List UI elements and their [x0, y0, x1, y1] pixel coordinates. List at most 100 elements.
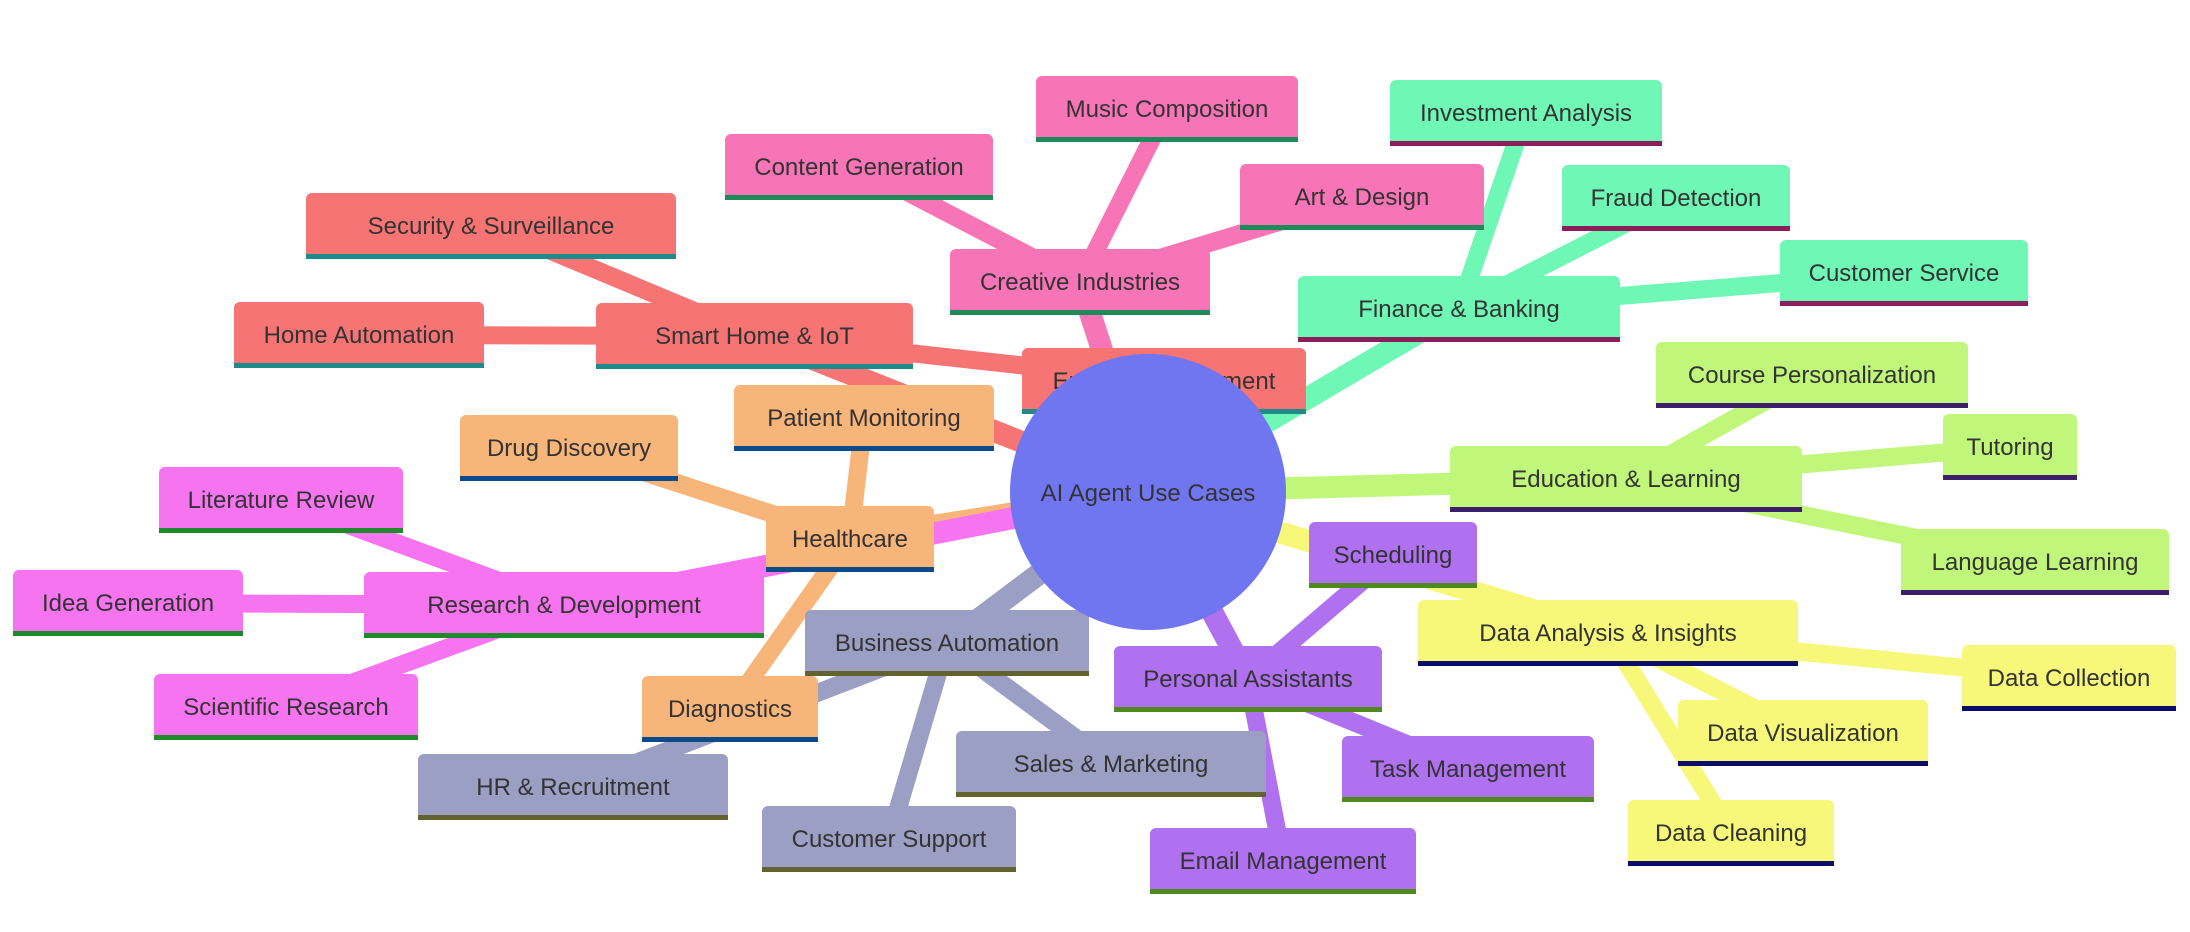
leaf-node-personal-2: Email Management — [1150, 828, 1416, 894]
leaf-node-healthcare-0-label: Diagnostics — [668, 696, 792, 723]
leaf-node-personal-1-underline — [1342, 797, 1594, 802]
branch-node-healthcare: Healthcare — [766, 506, 934, 572]
leaf-node-research-2-label: Literature Review — [188, 487, 375, 514]
leaf-node-finance-2-box — [1780, 240, 2028, 306]
leaf-node-personal-2-box — [1150, 828, 1416, 894]
branch-node-finance-label: Finance & Banking — [1358, 296, 1559, 323]
branch-node-data-underline — [1418, 661, 1798, 666]
leaf-node-smarthome-2-label: Security & Surveillance — [368, 213, 615, 240]
leaf-node-business-1-underline — [956, 792, 1266, 797]
leaf-node-data-0-box — [1962, 645, 2176, 711]
leaf-node-creative-2-box — [1240, 164, 1484, 230]
leaf-node-research-0-label: Scientific Research — [183, 694, 388, 721]
leaf-node-research-2: Literature Review — [159, 467, 403, 533]
leaf-node-creative-1-underline — [1036, 137, 1298, 142]
branch-node-creative: Creative Industries — [950, 249, 1210, 315]
leaf-node-personal-2-underline — [1150, 889, 1416, 894]
leaf-node-creative-0: Content Generation — [725, 134, 993, 200]
branch-node-research-underline — [364, 633, 764, 638]
branch-node-healthcare-box — [766, 506, 934, 572]
leaf-node-business-1-label: Sales & Marketing — [1014, 751, 1209, 778]
branch-node-research-box — [364, 572, 764, 638]
leaf-node-business-2-box — [418, 754, 728, 820]
leaf-node-business-0-underline — [762, 867, 1016, 872]
leaf-node-research-1: Idea Generation — [13, 570, 243, 636]
branch-node-business-box — [805, 610, 1089, 676]
leaf-node-creative-2-label: Art & Design — [1295, 184, 1430, 211]
leaf-node-business-1-box — [956, 731, 1266, 797]
leaf-node-research-1-box — [13, 570, 243, 636]
leaf-node-business-2-underline — [418, 815, 728, 820]
leaf-node-education-2-box — [1901, 529, 2169, 595]
leaf-node-data-1-label: Data Visualization — [1707, 720, 1899, 747]
leaf-node-data-0-label: Data Collection — [1988, 665, 2151, 692]
leaf-node-creative-1-label: Music Composition — [1066, 96, 1269, 123]
leaf-node-healthcare-1-underline — [460, 476, 678, 481]
leaf-node-smarthome-2-underline — [306, 254, 676, 259]
leaf-node-education-0-label: Course Personalization — [1688, 362, 1936, 389]
leaf-node-healthcare-1: Drug Discovery — [460, 415, 678, 481]
leaf-node-personal-0-box — [1309, 522, 1477, 588]
leaf-node-research-1-underline — [13, 631, 243, 636]
leaf-node-education-0: Course Personalization — [1656, 342, 1968, 408]
branch-node-finance-box — [1298, 276, 1620, 342]
branch-node-finance: Finance & Banking — [1298, 276, 1620, 342]
leaf-node-healthcare-2-box — [734, 385, 994, 451]
leaf-node-data-2-label: Data Cleaning — [1655, 820, 1807, 847]
branch-node-business-label: Business Automation — [835, 630, 1059, 657]
leaf-node-data-1: Data Visualization — [1678, 700, 1928, 766]
leaf-node-smarthome-1-underline — [234, 363, 484, 368]
branch-node-personal: Personal Assistants — [1114, 646, 1382, 712]
leaf-node-education-0-box — [1656, 342, 1968, 408]
leaf-node-data-2-box — [1628, 800, 1834, 866]
leaf-node-creative-0-box — [725, 134, 993, 200]
branch-node-creative-label: Creative Industries — [980, 269, 1180, 296]
branch-node-business-underline — [805, 671, 1089, 676]
leaf-node-personal-0-label: Scheduling — [1334, 542, 1453, 569]
branch-node-smarthome-underline — [596, 364, 913, 369]
leaf-node-business-0: Customer Support — [762, 806, 1016, 872]
leaf-node-personal-1-box — [1342, 736, 1594, 802]
leaf-node-business-0-label: Customer Support — [792, 826, 987, 853]
branch-node-finance-underline — [1298, 337, 1620, 342]
leaf-node-creative-1: Music Composition — [1036, 76, 1298, 142]
leaf-node-finance-2-underline — [1780, 301, 2028, 306]
leaf-node-healthcare-2-underline — [734, 446, 994, 451]
branch-node-creative-underline — [950, 310, 1210, 315]
leaf-node-education-2: Language Learning — [1901, 529, 2169, 595]
leaf-node-research-0: Scientific Research — [154, 674, 418, 740]
branch-node-education-label: Education & Learning — [1511, 466, 1741, 493]
branch-node-data-box — [1418, 600, 1798, 666]
leaf-node-business-0-box — [762, 806, 1016, 872]
leaf-node-personal-1: Task Management — [1342, 736, 1594, 802]
branch-node-smarthome-label: Smart Home & IoT — [655, 323, 854, 350]
leaf-node-data-0: Data Collection — [1962, 645, 2176, 711]
branch-node-creative-box — [950, 249, 1210, 315]
leaf-node-healthcare-0-underline — [642, 737, 818, 742]
root-layer: AI Agent Use Cases — [1010, 354, 1286, 630]
leaf-node-education-0-underline — [1656, 403, 1968, 408]
branch-node-data-label: Data Analysis & Insights — [1479, 620, 1736, 647]
branch-node-smarthome: Smart Home & IoT — [596, 303, 913, 369]
leaf-node-personal-0-underline — [1309, 583, 1477, 588]
leaf-node-personal-2-label: Email Management — [1180, 848, 1387, 875]
leaf-node-education-1: Tutoring — [1943, 414, 2077, 480]
leaf-node-healthcare-0: Diagnostics — [642, 676, 818, 742]
root-label: AI Agent Use Cases — [1041, 480, 1256, 507]
branch-node-education-underline — [1450, 507, 1802, 512]
leaf-node-healthcare-2: Patient Monitoring — [734, 385, 994, 451]
leaf-node-data-1-box — [1678, 700, 1928, 766]
leaf-node-smarthome-1-label: Home Automation — [264, 322, 455, 349]
leaf-node-creative-2-underline — [1240, 225, 1484, 230]
leaf-node-research-2-box — [159, 467, 403, 533]
leaf-node-finance-1: Fraud Detection — [1562, 165, 1790, 231]
leaf-node-data-2-underline — [1628, 861, 1834, 866]
branch-node-healthcare-label: Healthcare — [792, 526, 908, 553]
leaf-node-research-2-underline — [159, 528, 403, 533]
root-node — [1010, 354, 1286, 630]
leaf-node-data-2: Data Cleaning — [1628, 800, 1834, 866]
leaf-node-finance-1-box — [1562, 165, 1790, 231]
leaf-node-research-0-underline — [154, 735, 418, 740]
leaf-node-creative-0-label: Content Generation — [754, 154, 963, 181]
